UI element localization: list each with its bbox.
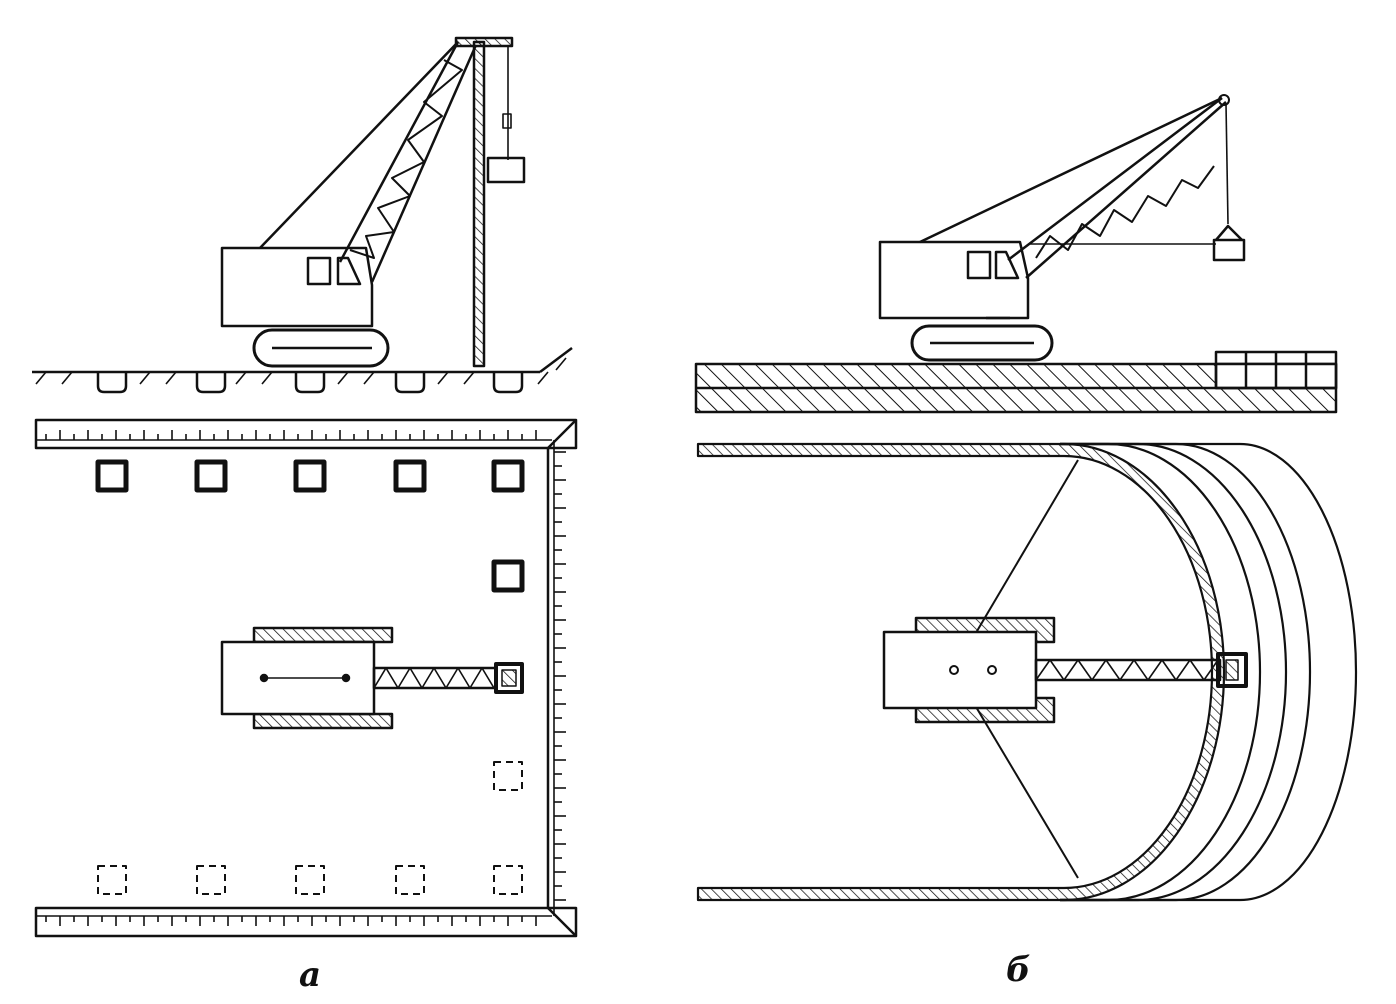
caption-left: а [299, 955, 322, 995]
ground-line-a [32, 347, 573, 385]
pit-plan-a [34, 418, 578, 938]
piles-driven [95, 459, 525, 593]
pile-heads-elevation [96, 372, 524, 394]
crane-a-elevation [220, 36, 526, 368]
crane-a-plan [220, 626, 524, 730]
tunnel-plan-b [696, 442, 1358, 902]
crane-b-plan [882, 616, 1248, 724]
deck-b [694, 350, 1338, 414]
piles-planned [97, 761, 523, 895]
crane-b-elevation [878, 94, 1246, 362]
caption-right: б [1006, 950, 1031, 990]
